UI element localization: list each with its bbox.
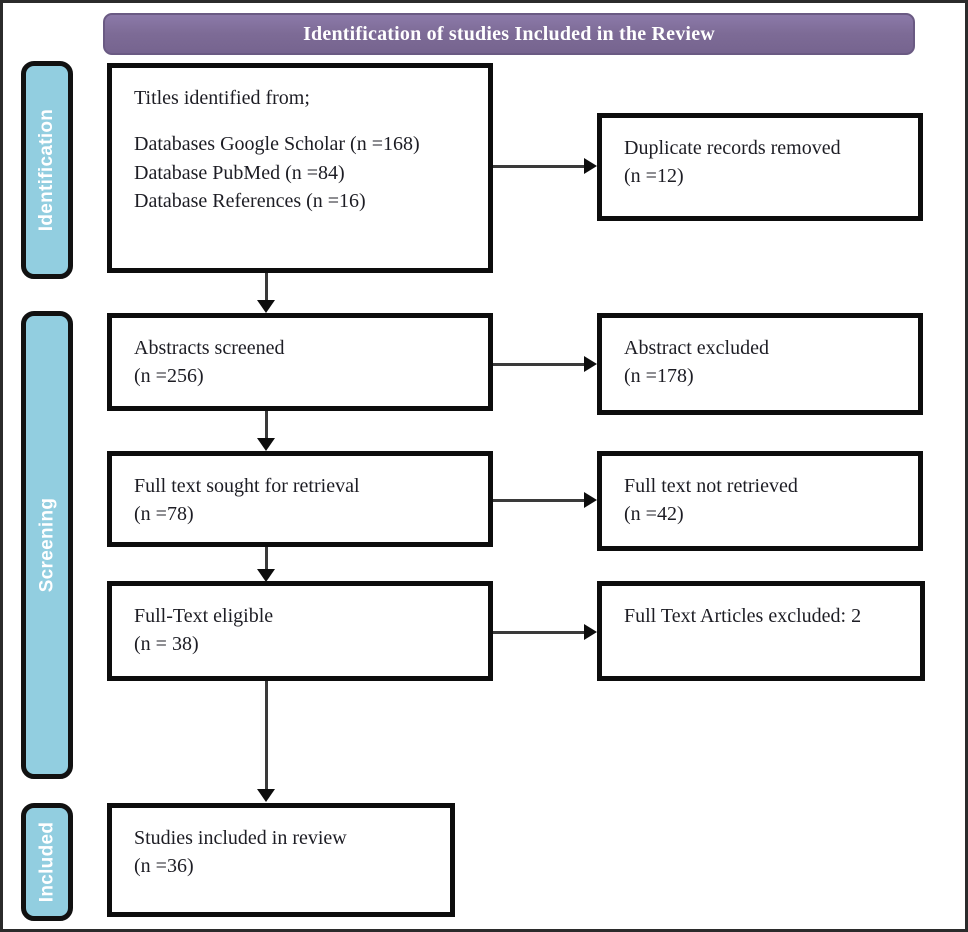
- abstracts-screened-count: (n =256): [134, 365, 204, 388]
- box-fulltext-eligible: Full-Text eligible (n = 38): [107, 581, 493, 681]
- arrow-down-icon: [257, 300, 275, 313]
- fulltext-not-retrieved-count: (n =42): [624, 503, 684, 526]
- titles-identified-heading: Titles identified from;: [134, 87, 310, 109]
- phase-label-screening: Screening: [36, 497, 58, 593]
- fulltext-sought-label: Full text sought for retrieval: [134, 475, 360, 497]
- fulltext-eligible-label: Full-Text eligible: [134, 605, 274, 627]
- phase-bar-identification: Identification: [21, 61, 73, 279]
- box-abstract-excluded: Abstract excluded (n =178): [597, 313, 923, 415]
- box-titles-identified: Titles identified from; Databases Google…: [107, 63, 493, 273]
- phase-label-included: Included: [36, 821, 58, 903]
- abstracts-screened-label: Abstracts screened: [134, 337, 285, 359]
- connector-sought-to-not-retrieved: [493, 499, 585, 502]
- arrow-down-icon: [257, 789, 275, 802]
- arrow-down-icon: [257, 569, 275, 582]
- fulltext-sought-count: (n =78): [134, 503, 194, 526]
- fulltext-not-retrieved-label: Full text not retrieved: [624, 475, 798, 497]
- connector-fulltext-sought-to-eligible: [265, 547, 268, 571]
- arrow-right-icon: [584, 624, 597, 640]
- studies-included-count: (n =36): [134, 855, 194, 878]
- connector-abstracts-to-fulltext-sought: [265, 411, 268, 441]
- connector-titles-to-abstracts: [265, 273, 268, 303]
- phase-bar-included: Included: [21, 803, 73, 921]
- abstract-excluded-count: (n =178): [624, 365, 694, 388]
- diagram-title-banner: Identification of studies Included in th…: [103, 13, 915, 55]
- arrow-right-icon: [584, 492, 597, 508]
- connector-titles-to-duplicates: [493, 165, 585, 168]
- box-fulltext-sought: Full text sought for retrieval (n =78): [107, 451, 493, 547]
- duplicates-removed-label: Duplicate records removed: [624, 137, 841, 159]
- duplicates-removed-count: (n =12): [624, 165, 684, 188]
- box-duplicate-records-removed: Duplicate records removed (n =12): [597, 113, 923, 221]
- box-studies-included: Studies included in review (n =36): [107, 803, 455, 917]
- arrow-right-icon: [584, 158, 597, 174]
- phase-bar-screening: Screening: [21, 311, 73, 779]
- arrow-down-icon: [257, 438, 275, 451]
- titles-identified-references: Database References (n =16): [134, 190, 366, 213]
- fulltext-articles-excluded-label: Full Text Articles excluded: 2: [624, 605, 862, 627]
- titles-identified-google-scholar: Databases Google Scholar (n =168): [134, 133, 420, 156]
- box-fulltext-articles-excluded: Full Text Articles excluded: 2: [597, 581, 925, 681]
- box-fulltext-not-retrieved: Full text not retrieved (n =42): [597, 451, 923, 551]
- page-title: Identification of studies Included in th…: [303, 22, 715, 45]
- arrow-right-icon: [584, 356, 597, 372]
- connector-eligible-to-articles-excluded: [493, 631, 585, 634]
- titles-identified-pubmed: Database PubMed (n =84): [134, 161, 345, 184]
- phase-label-identification: Identification: [36, 108, 58, 232]
- abstract-excluded-label: Abstract excluded: [624, 337, 769, 359]
- studies-included-label: Studies included in review: [134, 827, 347, 849]
- connector-eligible-to-included: [265, 681, 268, 791]
- connector-abstracts-to-excluded: [493, 363, 585, 366]
- box-abstracts-screened: Abstracts screened (n =256): [107, 313, 493, 411]
- fulltext-eligible-count: (n = 38): [134, 633, 199, 656]
